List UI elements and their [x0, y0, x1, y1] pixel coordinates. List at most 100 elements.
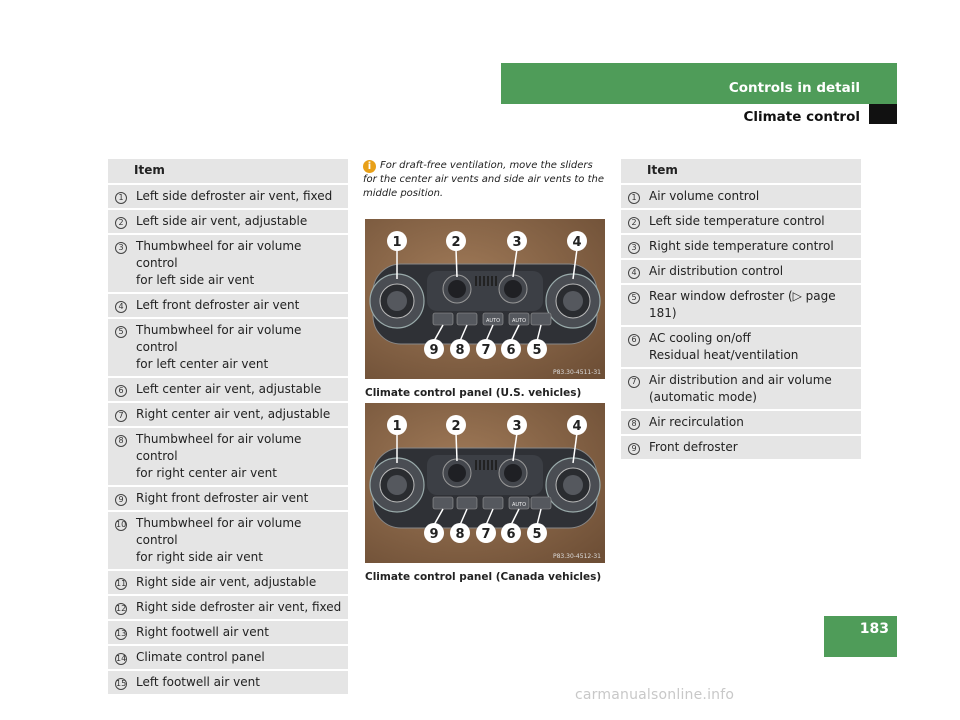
callout-number: 5 [532, 343, 541, 358]
item-description: Rear window defroster (▷ page 181) [647, 284, 861, 327]
callout-bottom [527, 339, 547, 359]
callout-number: 4 [572, 419, 581, 434]
item-description: AC cooling on/off Residual heat/ventilat… [647, 326, 861, 369]
item-number: 7 [115, 410, 127, 422]
table-row: 7 Air distribution and air volume (automa… [621, 368, 861, 411]
callout-number: 2 [451, 419, 460, 434]
table-row: 3 Thumbwheel for air volume control for l… [108, 234, 348, 294]
item-description: Thumbwheel for air volume control for le… [134, 318, 348, 378]
item-number: 3 [115, 242, 127, 254]
item-number: 6 [628, 334, 640, 346]
table-header: Item [134, 159, 348, 185]
item-description: Air distribution and air volume (automat… [647, 368, 861, 411]
item-description: Right side air vent, adjustable [134, 570, 348, 596]
photo-code: P83.30-4512-31 [553, 553, 601, 560]
item-description: Right side defroster air vent, fixed [134, 595, 348, 621]
callout-top [446, 415, 466, 435]
item-number: 8 [115, 435, 127, 447]
callout-bottom [476, 523, 496, 543]
table-row: 9 Right front defroster air vent [108, 486, 348, 512]
item-number: 4 [628, 267, 640, 279]
callout-number: 4 [572, 235, 581, 250]
item-number: 11 [115, 578, 127, 590]
item-number: 5 [628, 292, 640, 304]
callout-number: 3 [512, 235, 521, 250]
item-description: Right center air vent, adjustable [134, 402, 348, 428]
callout-number: 7 [481, 343, 490, 358]
table-header: Item [647, 159, 861, 185]
item-number: 10 [115, 519, 127, 531]
callout-number: 5 [532, 527, 541, 542]
callout-number: 7 [481, 527, 490, 542]
callout-number: 9 [429, 527, 438, 542]
item-description: Right front defroster air vent [134, 486, 348, 512]
item-number: 4 [115, 301, 127, 313]
callout-number: 6 [506, 527, 515, 542]
item-description: Left side defroster air vent, fixed [134, 184, 348, 210]
table-row: 4 Air distribution control [621, 259, 861, 285]
table-row: 5 Rear window defroster (▷ page 181) [621, 284, 861, 327]
watermark: carmanualsonline.info [575, 687, 735, 703]
item-description: Air volume control [647, 184, 861, 210]
item-number: 8 [628, 418, 640, 430]
callout-number: 8 [455, 527, 464, 542]
header-tab-marker [869, 104, 897, 124]
callout-top [567, 415, 587, 435]
callout-number: 8 [455, 343, 464, 358]
item-description: Front defroster [647, 435, 861, 461]
section-title: Controls in detail [728, 80, 860, 96]
item-description: Thumbwheel for air volume control for le… [134, 234, 348, 294]
photo-caption-us: Climate control panel (U.S. vehicles) [365, 387, 582, 399]
item-number: 9 [115, 494, 127, 506]
callout-number: 6 [506, 343, 515, 358]
callout-bottom [527, 523, 547, 543]
item-description: Left center air vent, adjustable [134, 377, 348, 403]
callout-top [387, 415, 407, 435]
callout-number: 1 [392, 419, 401, 434]
table-row: 7 Right center air vent, adjustable [108, 402, 348, 428]
item-number: 2 [115, 217, 127, 229]
item-number: 3 [628, 242, 640, 254]
callout-bottom [501, 339, 521, 359]
callout-number: 9 [429, 343, 438, 358]
item-description: Air distribution control [647, 259, 861, 285]
callout-bottom [424, 339, 444, 359]
item-description: Climate control panel [134, 645, 348, 671]
svg-text:AUTO: AUTO [486, 318, 500, 324]
item-description: Left footwell air vent [134, 670, 348, 696]
item-number: 7 [628, 376, 640, 388]
callout-number: 3 [512, 419, 521, 434]
callout-bottom [450, 523, 470, 543]
table-row: 10 Thumbwheel for air volume control for … [108, 511, 348, 571]
header-bar [501, 63, 897, 104]
callout-top [507, 231, 527, 251]
photo-code: P83.30-4511-31 [553, 369, 601, 376]
svg-text:AUTO: AUTO [512, 502, 526, 508]
item-number: 12 [115, 603, 127, 615]
callout-bottom [501, 523, 521, 543]
photo-caption-canada: Climate control panel (Canada vehicles) [365, 571, 602, 583]
svg-text:AUTO: AUTO [512, 318, 526, 324]
table-row: 12 Right side defroster air vent, fixed [108, 595, 348, 621]
page-number: 183 [824, 616, 897, 657]
item-description: Thumbwheel for air volume control for ri… [134, 511, 348, 571]
